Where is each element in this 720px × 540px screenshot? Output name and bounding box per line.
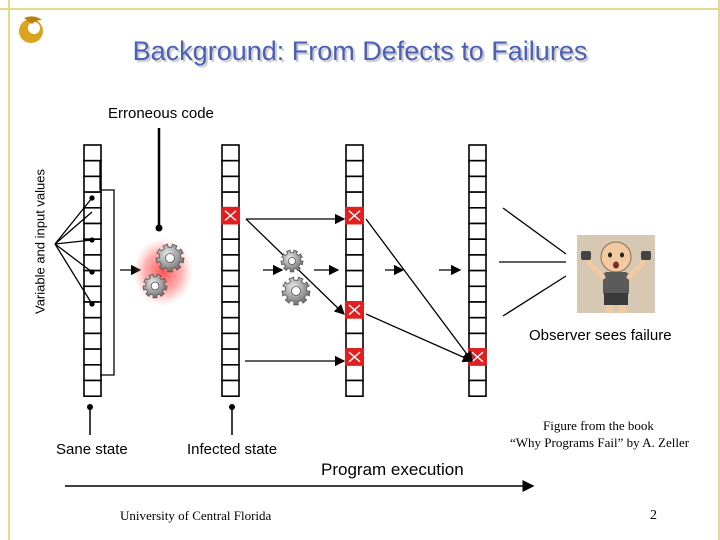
infection-cross-icon	[224, 210, 237, 222]
state-cell	[468, 191, 487, 209]
state-columns	[83, 144, 487, 397]
state-cell	[221, 332, 240, 350]
state-cell	[468, 332, 487, 350]
state-cell	[83, 207, 102, 225]
state-cell	[83, 316, 102, 335]
observer-sight-lines	[499, 207, 567, 317]
infection-cross-icon	[348, 304, 361, 316]
state-cell	[345, 379, 364, 397]
state-cell	[221, 316, 240, 335]
state-cell	[83, 363, 102, 382]
state-cell	[468, 285, 487, 303]
state-cell	[83, 222, 102, 240]
state-cell	[221, 348, 240, 366]
state-cell	[468, 379, 487, 397]
state-column-1	[83, 144, 102, 397]
state-column-4	[468, 144, 487, 397]
infection-cross-icon	[471, 351, 484, 363]
page-number: 2	[650, 508, 657, 523]
state-cell	[345, 316, 364, 335]
state-cell	[345, 285, 364, 303]
state-cell	[345, 191, 364, 209]
state-cell	[221, 175, 240, 193]
state-cell	[221, 285, 240, 303]
infected-state-label: Infected state	[187, 441, 278, 458]
state-cell	[83, 159, 102, 178]
state-cell	[468, 269, 487, 288]
state-cell	[468, 316, 487, 335]
state-cell	[221, 301, 240, 319]
gray-gears-icon	[280, 249, 311, 306]
state-cell	[345, 222, 364, 240]
slide-title: Background: From Defects to Failures	[132, 36, 588, 66]
frame-right-line	[718, 0, 720, 540]
frame-left-line	[8, 0, 10, 540]
state-cell	[468, 363, 487, 382]
state-cell	[468, 159, 487, 178]
state-cell	[345, 269, 364, 288]
infection-cross-icon	[348, 210, 361, 222]
state-cell	[221, 144, 240, 162]
state-cell	[83, 379, 102, 397]
observer-person-icon	[577, 235, 655, 313]
state-cell	[83, 144, 102, 162]
program-execution-label: Program execution	[321, 460, 464, 479]
state-cell	[468, 175, 487, 193]
state-cell	[345, 254, 364, 272]
state-cell	[221, 379, 240, 397]
state-cell	[83, 175, 102, 193]
state-cell	[468, 238, 487, 256]
state-cell	[221, 159, 240, 178]
citation-line-1: Figure from the book	[543, 418, 654, 433]
state-cell	[345, 332, 364, 350]
pegasus-logo-icon	[19, 16, 43, 43]
infection-cross-icon	[348, 351, 361, 363]
state-cell	[468, 144, 487, 162]
state-cell	[221, 238, 240, 256]
erroneous-code-label: Erroneous code	[108, 105, 214, 122]
state-cell	[83, 332, 102, 350]
state-cell	[221, 363, 240, 382]
state-cell	[345, 238, 364, 256]
state-cell	[468, 254, 487, 272]
observer-label: Observer sees failure	[529, 327, 672, 344]
state-cell	[345, 175, 364, 193]
state-column-2	[221, 144, 240, 397]
sane-state-label: Sane state	[56, 441, 128, 458]
state-cell	[221, 222, 240, 240]
citation-line-2: “Why Programs Fail” by A. Zeller	[510, 435, 690, 450]
footer-text: University of Central Florida	[120, 508, 272, 523]
state-cell	[468, 222, 487, 240]
input-value-lines	[54, 160, 115, 376]
state-cell	[345, 363, 364, 382]
state-cell	[468, 301, 487, 319]
state-cell	[221, 254, 240, 272]
frame-top-line	[0, 8, 720, 10]
state-cell	[345, 159, 364, 178]
red-glow-gears-icon	[133, 238, 193, 306]
state-cell	[221, 191, 240, 209]
state-cell	[221, 269, 240, 288]
state-column-3	[345, 144, 364, 397]
state-cell	[468, 207, 487, 225]
state-cell	[345, 144, 364, 162]
state-cell	[83, 348, 102, 366]
